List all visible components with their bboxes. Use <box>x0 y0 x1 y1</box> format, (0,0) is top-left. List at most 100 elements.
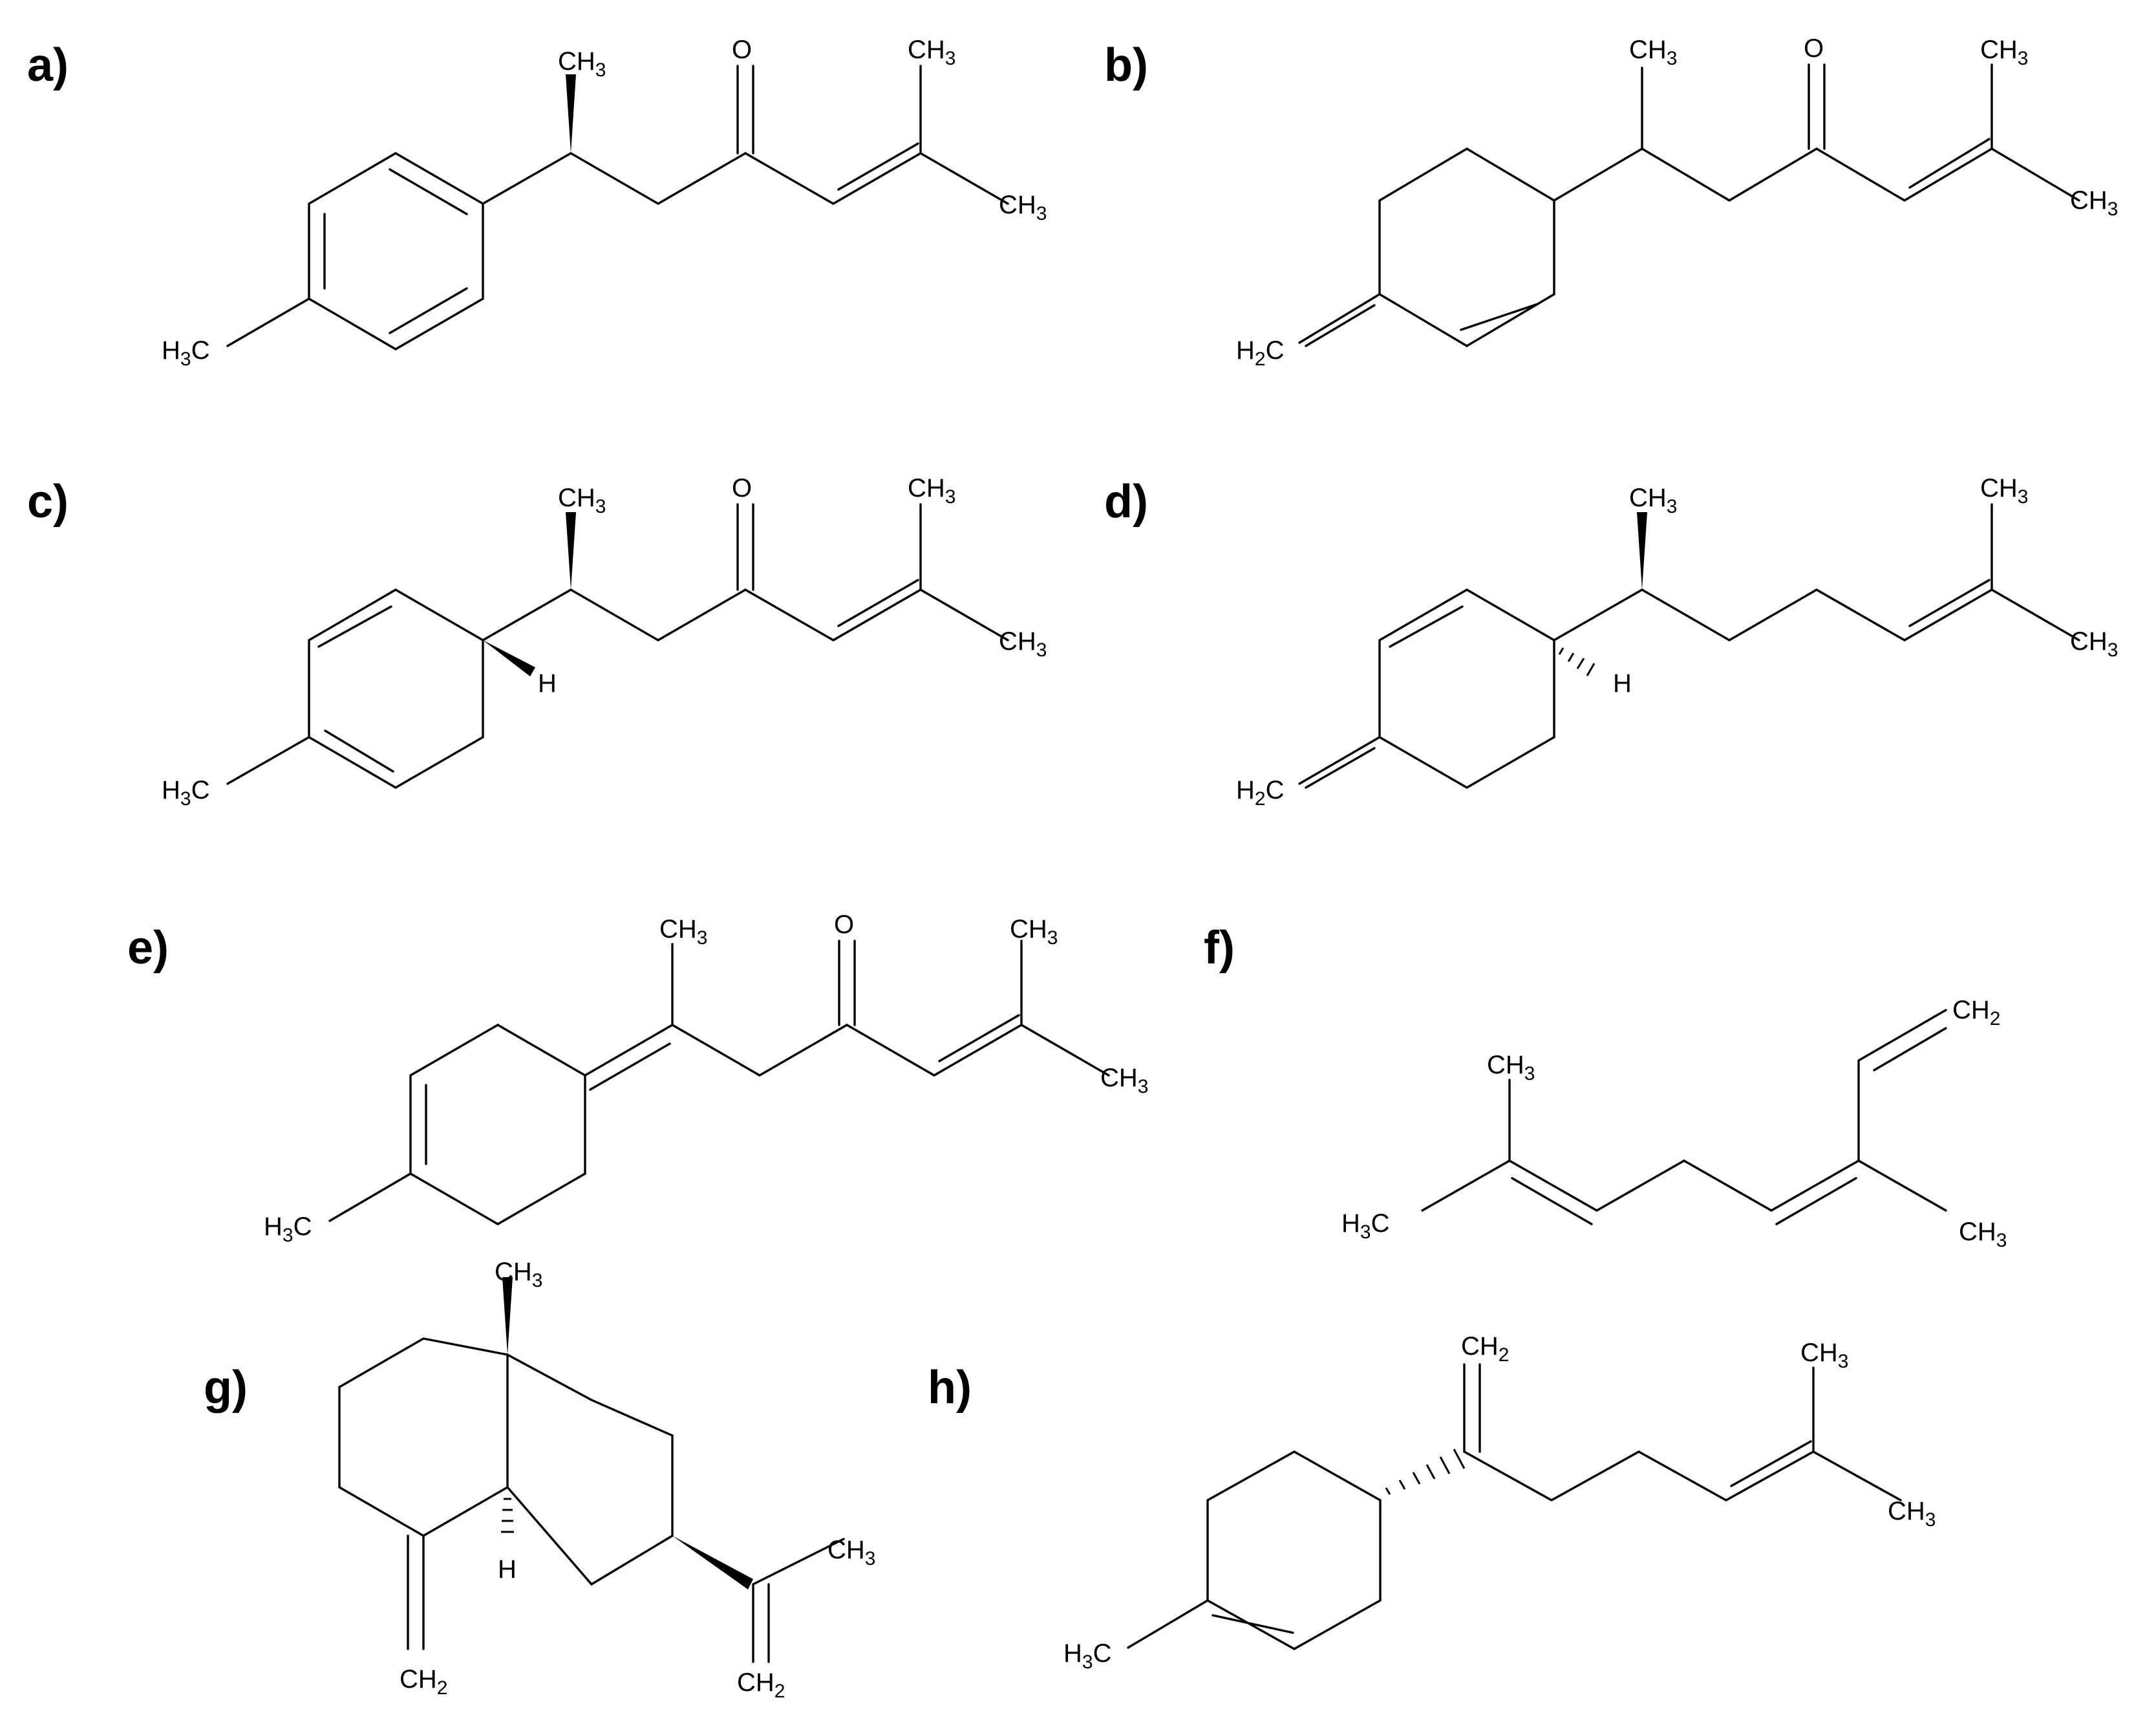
panel-d-hash-bond <box>1558 647 1596 676</box>
panel-c-atom-h: H <box>538 669 557 698</box>
panel-f-label: f) <box>1204 922 1235 974</box>
panel-c-atom-ch3-gem-top: CH3 <box>908 474 955 508</box>
panel-g-label: g) <box>204 1362 248 1414</box>
panel-d: d) CH3 CH3 CH3 H H2C <box>1104 474 2118 810</box>
panel-c: c) CH3 O CH3 CH3 H H3C <box>27 474 1047 810</box>
panel-d-chain <box>1553 588 2080 641</box>
panel-d-atom-ch3-gem-right: CH3 <box>2070 627 2118 661</box>
panel-g-right-ring <box>506 1353 674 1586</box>
panel-h-chain <box>1463 1450 1902 1501</box>
panel-h-label: h) <box>928 1362 972 1414</box>
panel-f-atom-ch3-top: CH3 <box>1487 1051 1535 1084</box>
panel-a: a) CH3 O CH3 CH3 H3C <box>27 36 1047 370</box>
panel-d-ring-inner-bond <box>1389 605 1464 648</box>
panel-e-chain <box>671 1024 1110 1077</box>
panel-b-ring-inner-bond <box>1460 303 1539 331</box>
panel-g-atom-ch2-left: CH2 <box>400 1665 447 1699</box>
panel-b-carbonyl <box>1808 63 1826 150</box>
panel-h-atom-ch2: CH2 <box>1461 1332 1509 1366</box>
panel-b-atom-o: O <box>1804 34 1824 63</box>
panel-c-chain <box>482 588 1009 641</box>
panel-a-ring-inner-bonds <box>323 168 468 334</box>
panel-c-ring-inner-bonds <box>317 605 394 773</box>
panel-c-alkene-inner <box>837 579 919 627</box>
panel-d-atom-h2c: H2C <box>1236 776 1284 810</box>
panel-f-atom-ch2: CH2 <box>1952 996 2000 1029</box>
panel-c-atom-o: O <box>732 474 752 502</box>
panel-b: b) CH3 O CH3 CH3 H2C <box>1104 34 2118 370</box>
panel-e-carbonyl <box>838 940 856 1026</box>
panel-e-atom-ch3-top: CH3 <box>659 915 707 949</box>
panel-d-alkene-inner <box>1908 579 1991 627</box>
panel-a-chain <box>482 152 1009 205</box>
panel-a-ring <box>308 152 484 350</box>
panel-e-atom-ch3-gem-top: CH3 <box>1010 915 1058 949</box>
panel-b-label: b) <box>1104 39 1148 91</box>
panel-h-atom-ch3-top: CH3 <box>1800 1339 1848 1372</box>
panel-a-atom-h3c: H3C <box>162 336 209 370</box>
panel-c-ring <box>308 588 484 789</box>
panel-b-methyl-bonds <box>1641 63 1993 150</box>
panel-g-hash-bond <box>501 1498 514 1533</box>
panel-a-label: a) <box>27 39 69 91</box>
panel-g-atom-ch2-right: CH2 <box>737 1668 785 1702</box>
panel-c-atom-ch3-gem-right: CH3 <box>999 627 1047 661</box>
panel-g: g) CH3 CH3 H CH2 CH2 <box>204 1258 875 1702</box>
panel-e: e) CH3 O CH3 CH3 H3C <box>127 910 1148 1246</box>
panel-e-exo-alkylidene <box>584 1024 674 1091</box>
panel-d-atom-ch3-gem-top: CH3 <box>1980 474 2028 508</box>
panel-f-alkene-inner-right <box>1775 1177 1857 1225</box>
panel-d-atom-ch3-top: CH3 <box>1629 484 1677 517</box>
panel-b-alkene-inner <box>1908 138 1991 189</box>
panel-f-chain <box>1421 1009 1947 1212</box>
panel-h-hash-bond <box>1385 1448 1466 1495</box>
panel-g-wedge-bond-isopropenyl <box>672 1536 753 1589</box>
panel-f: f) CH2 CH3 H3C CH3 <box>1204 922 2007 1251</box>
panel-e-methyl-bonds <box>328 940 1023 1222</box>
panel-a-atom-o: O <box>732 36 752 64</box>
panel-c-atom-h3c: H3C <box>162 776 209 810</box>
panel-g-atom-ch3-right: CH3 <box>827 1536 875 1569</box>
panel-h-atom-h3c: H3C <box>1063 1639 1111 1673</box>
panel-g-left-ring <box>338 1337 509 1537</box>
panel-b-atom-ch3-gem-right: CH3 <box>2070 186 2118 220</box>
panel-e-alkene-inner <box>938 1014 1020 1062</box>
panel-h-ring <box>1206 1450 1382 1650</box>
panel-b-atom-ch3-gem-top: CH3 <box>1980 36 2028 69</box>
panel-a-methyl-bonds <box>226 65 922 347</box>
panel-d-atom-h: H <box>1613 669 1632 698</box>
panel-d-wedge-bond <box>1637 512 1647 590</box>
panel-e-atom-ch3-gem-right: CH3 <box>1100 1064 1148 1097</box>
panel-c-label: c) <box>27 476 69 528</box>
panel-b-atom-ch3-top: CH3 <box>1629 36 1677 69</box>
panel-c-atom-ch3-top: CH3 <box>558 484 606 517</box>
panel-a-atom-ch3-gem-right: CH3 <box>999 191 1047 224</box>
panel-h-methyl-bonds <box>1127 1366 1815 1649</box>
panel-b-chain <box>1553 147 2080 202</box>
panel-c-wedge-bond-h <box>483 640 535 676</box>
panel-g-atom-h: H <box>498 1555 517 1584</box>
panel-g-atom-ch3-top: CH3 <box>495 1258 542 1291</box>
panel-g-exo-methylene <box>407 1534 425 1650</box>
panel-h-exo-methylene <box>1463 1363 1481 1453</box>
panel-g-isopropenyl <box>752 1538 845 1663</box>
panel-c-methyl-bonds <box>226 503 922 785</box>
panel-d-exo-methylene <box>1298 736 1381 789</box>
panel-b-atom-h2c: H2C <box>1236 336 1284 370</box>
panel-c-carbonyl <box>736 503 754 591</box>
panel-h-ring-inner-bond <box>1211 1614 1294 1634</box>
panel-f-atom-h3c: H3C <box>1341 1209 1389 1243</box>
panel-e-label: e) <box>127 922 169 974</box>
panel-e-atom-o: O <box>834 910 854 939</box>
panel-h-alkene-inner <box>1730 1440 1812 1487</box>
panel-b-ring <box>1378 147 1555 347</box>
panel-e-ring <box>409 1024 586 1225</box>
panel-a-carbonyl <box>736 65 754 155</box>
panel-b-exo-methylene <box>1298 293 1381 347</box>
panel-a-alkene-inner <box>837 142 919 191</box>
panel-a-atom-ch3-top: CH3 <box>558 47 606 81</box>
panel-a-wedge-bond <box>566 74 576 153</box>
panel-a-atom-ch3-gem-top: CH3 <box>908 36 955 69</box>
panel-f-alkene-inner-left <box>1511 1177 1593 1225</box>
panel-c-wedge-bond-methyl <box>566 512 576 590</box>
